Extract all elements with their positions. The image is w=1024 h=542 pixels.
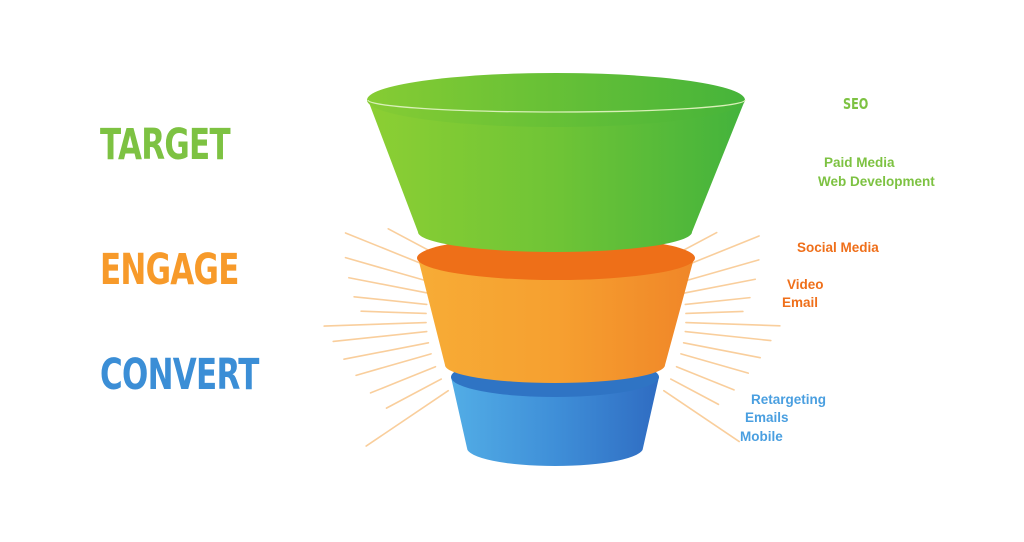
burst-ray xyxy=(385,378,443,409)
burst-ray xyxy=(682,342,761,359)
burst-ray xyxy=(348,276,430,294)
burst-ray xyxy=(323,321,427,327)
tactic-social-media: Social Media xyxy=(797,240,879,255)
funnel-tier-target xyxy=(367,73,746,252)
burst-ray xyxy=(685,321,781,327)
burst-ray xyxy=(360,310,427,315)
burst-ray xyxy=(343,342,430,361)
burst-ray xyxy=(684,330,772,342)
burst-ray xyxy=(680,353,750,374)
burst-ray xyxy=(682,278,757,294)
burst-ray xyxy=(369,365,437,394)
tactic-retargeting: Retargeting xyxy=(751,392,827,407)
burst-ray xyxy=(344,256,432,283)
tactic-emails: Emails xyxy=(745,410,789,425)
burst-rays xyxy=(323,228,781,447)
stage-label-engage: ENGAGE xyxy=(100,245,239,295)
burst-ray xyxy=(355,353,432,377)
stage-label-convert: CONVERT xyxy=(100,350,259,400)
burst-ray xyxy=(669,378,720,406)
tactic-mobile: Mobile xyxy=(740,429,783,444)
burst-ray xyxy=(353,295,428,306)
tactic-web-development: Web Development xyxy=(818,174,935,189)
burst-ray xyxy=(680,259,760,283)
tactic-paid-media: Paid Media xyxy=(824,155,895,170)
burst-ray xyxy=(684,296,751,306)
funnel-tier-engage xyxy=(417,236,695,383)
burst-ray xyxy=(332,330,428,343)
burst-ray xyxy=(365,389,450,447)
burst-ray xyxy=(675,365,735,391)
tactic-video: Video xyxy=(787,277,824,292)
tactic-seo: SEO xyxy=(843,95,869,113)
stage-label-target: TARGET xyxy=(100,120,231,170)
burst-ray xyxy=(685,310,744,315)
burst-ray xyxy=(662,389,741,443)
tactic-email: Email xyxy=(782,295,819,310)
